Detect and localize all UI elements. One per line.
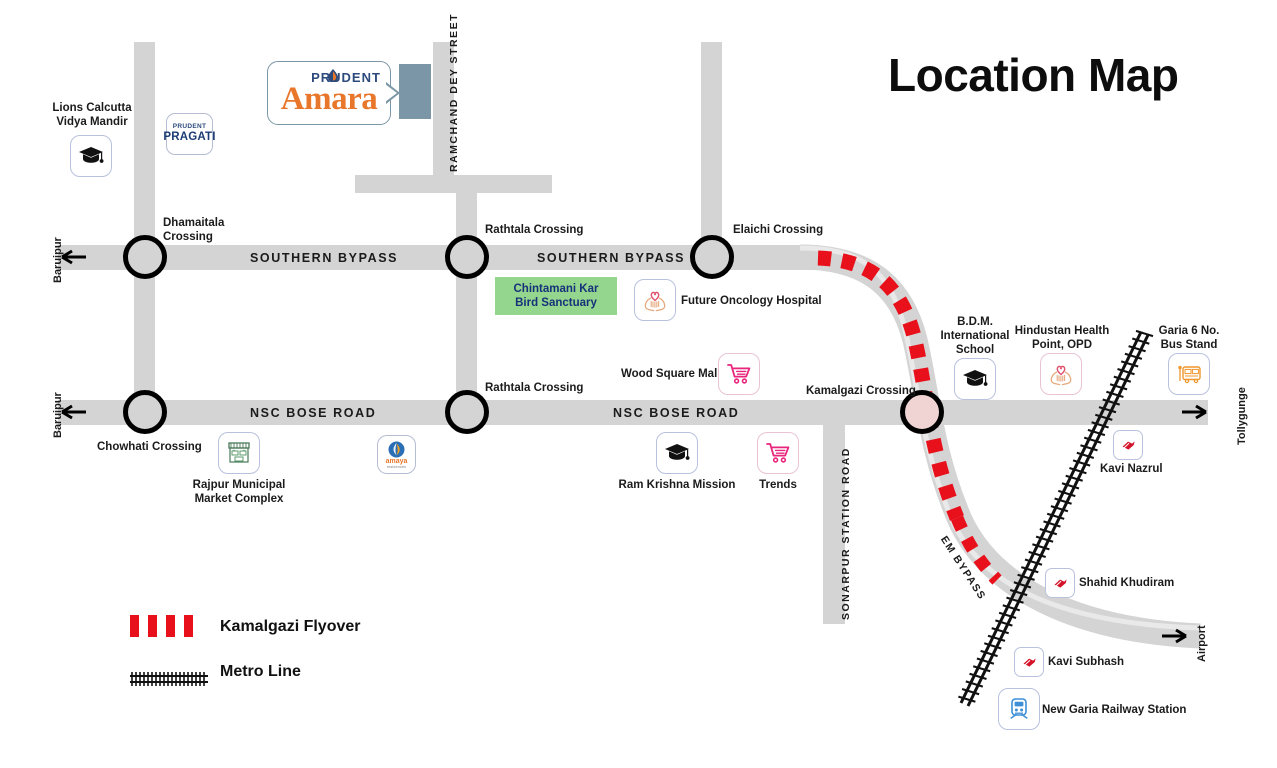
page-title: Location Map: [888, 49, 1179, 101]
crossing-label-kamalgazi: Kamalgazi Crossing: [806, 385, 916, 397]
poi-label-trends: Trends: [759, 479, 797, 491]
poi-icon-shahid-khudiram[interactable]: [1045, 568, 1075, 598]
poi-label-bdm-international-school: B.D.M. International School: [927, 315, 1023, 357]
road-ramchand-dey-street: [433, 42, 454, 184]
sanctuary-line2: Bird Sanctuary: [515, 297, 597, 309]
poi-label-line2: Market Complex: [194, 493, 284, 506]
poi-icon-hindustan-health-point-opd[interactable]: [1040, 353, 1082, 395]
poi-label-line3: School: [955, 344, 995, 357]
poi-icon-kavi-subhash[interactable]: [1014, 647, 1044, 677]
pragati-wordmark: PRAGATI: [163, 130, 216, 143]
poi-label-line2: International: [940, 330, 1010, 343]
poi-icon-future-oncology-hospital[interactable]: [634, 279, 676, 321]
poi-icon-garia-6-no-bus-stand[interactable]: [1168, 353, 1210, 395]
graduation-cap-icon: [963, 370, 988, 386]
crossing-elaichi[interactable]: [690, 235, 734, 279]
poi-label-line1: Lions Calcutta: [52, 102, 132, 114]
prudent-amara-callout: PRUDENT Amara: [267, 61, 391, 125]
prudent-brand-text: PRUDENT: [311, 69, 381, 85]
graduation-cap-icon: [665, 444, 690, 460]
poi-icon-rajpur-municipal-market-complex[interactable]: [218, 432, 260, 474]
poi-label-wood-square-mall: Wood Square Mall: [621, 368, 721, 380]
sanctuary-line1: Chintamani Kar: [513, 282, 599, 295]
crossing-label-dhamaitala: Dhamaitala Crossing: [163, 216, 224, 244]
poi-label-ram-krishna-mission: Ram Krishna Mission: [618, 479, 736, 491]
bus-icon: [1177, 365, 1201, 384]
prudent-pragati-logo: PRUDENT PRAGATI: [163, 113, 216, 155]
poi-icon-trends[interactable]: [757, 432, 799, 474]
poi-label-future-oncology-hospital: Future Oncology Hospital: [681, 295, 822, 307]
flyover-swatch: [130, 615, 193, 637]
legend-label-flyover: Kamalgazi Flyover: [220, 618, 361, 635]
amara-wordmark: Amara: [280, 80, 378, 117]
metro-line-swatch: [130, 672, 208, 686]
amaya-sub-text: residences: [386, 464, 407, 469]
poi-icon-lions-calcutta-vidya-mandir[interactable]: [70, 135, 112, 177]
poi-label-line1: Hindustan Health: [1014, 325, 1110, 337]
poi-label-shahid-khudiram: Shahid Khudiram: [1079, 577, 1175, 589]
road-label-nsc-bose-right: NSC BOSE ROAD: [613, 406, 740, 420]
poi-label-new-garia-railway-station: New Garia Railway Station: [1042, 704, 1187, 716]
crossing-kamalgazi[interactable]: [900, 390, 944, 434]
poi-label-line2: Vidya Mandir: [56, 116, 128, 129]
road-spur-horizontal: [355, 175, 552, 193]
crossing-label-elaichi: Elaichi Crossing: [733, 224, 824, 236]
poi-label-line2: Point, OPD: [1031, 339, 1093, 352]
callout-block: [399, 64, 431, 119]
poi-label-kavi-subhash: Kavi Subhash: [1048, 656, 1125, 668]
crossing-label-rathtala-south: Rathtala Crossing: [485, 382, 584, 394]
shopping-cart-icon: [766, 443, 790, 463]
poi-label-kavi-nazrul: Kavi Nazrul: [1100, 463, 1163, 475]
crossing-label-line2: Crossing: [163, 231, 213, 244]
poi-label-line1: B.D.M.: [957, 316, 993, 328]
poi-icon-bdm-international-school[interactable]: [954, 358, 996, 400]
road-label-ramchand-dey-street: RAMCHAND DEY STREET: [448, 13, 460, 172]
poi-label-line1: Rajpur Municipal: [192, 479, 286, 491]
poi-label-hindustan-health-point-opd: Hindustan Health Point, OPD: [1005, 324, 1119, 352]
poi-icon-wood-square-mall[interactable]: [718, 353, 760, 395]
road-label-southern-bypass-right: SOUTHERN BYPASS: [537, 251, 686, 265]
crossing-label-line1: Dhamaitala: [163, 217, 225, 229]
poi-label-garia-6-no-bus-stand: Garia 6 No. Bus Stand: [1140, 324, 1238, 352]
poi-label-rajpur-municipal-market-complex: Rajpur Municipal Market Complex: [176, 478, 302, 506]
amaya-flame-icon: [388, 441, 405, 457]
train-icon: [1010, 698, 1028, 719]
callout-pointer-inner: [385, 84, 397, 102]
amaya-name-text: amaya: [385, 457, 408, 465]
road-vertical-elaichi: [701, 42, 722, 268]
crossing-chowhati[interactable]: [123, 390, 167, 434]
crossing-label-chowhati: Chowhati Crossing: [97, 441, 202, 453]
chintamani-kar-bird-sanctuary: Chintamani Kar Bird Sanctuary: [495, 277, 617, 315]
direction-baruipur-bottom: Baruipur: [52, 392, 64, 438]
poi-icon-ram-krishna-mission[interactable]: [656, 432, 698, 474]
poi-label-lions-calcutta-vidya-mandir: Lions Calcutta Vidya Mandir: [47, 101, 137, 129]
direction-airport: Airport: [1196, 625, 1208, 662]
metro-icon: [1023, 657, 1036, 667]
direction-tollygunge: Tollygunge: [1236, 387, 1248, 445]
heart-hands-icon: [644, 291, 666, 312]
crossing-label-rathtala-north: Rathtala Crossing: [485, 224, 584, 236]
crossing-dhamaitala[interactable]: [123, 235, 167, 279]
legend-label-metro: Metro Line: [220, 663, 301, 680]
poi-label-line2: Bus Stand: [1160, 339, 1218, 352]
market-stall-icon: [228, 442, 250, 463]
metro-icon: [1122, 440, 1135, 450]
road-label-nsc-bose-left: NSC BOSE ROAD: [250, 406, 377, 420]
graduation-cap-icon: [79, 147, 104, 163]
crossing-rathtala-south[interactable]: [445, 390, 489, 434]
poi-label-line1: Garia 6 No.: [1158, 325, 1220, 337]
road-label-southern-bypass-left: SOUTHERN BYPASS: [250, 251, 399, 265]
amaya-residences-logo: amaya residences: [377, 435, 416, 474]
pragati-brand-text: PRUDENT: [172, 123, 207, 131]
direction-baruipur-top: Baruipur: [52, 237, 64, 283]
crossing-rathtala-north[interactable]: [445, 235, 489, 279]
leaf-drop-icon: [328, 69, 338, 82]
road-label-sonarpur-station-road: SONARPUR STATION ROAD: [840, 447, 852, 620]
poi-icon-new-garia-railway-station[interactable]: [998, 688, 1040, 730]
metro-icon: [1054, 578, 1067, 588]
shopping-cart-icon: [727, 364, 751, 384]
poi-icon-kavi-nazrul[interactable]: [1113, 430, 1143, 460]
road-label-em-bypass: EM BYPASS: [937, 534, 989, 603]
heart-hands-icon: [1050, 365, 1072, 386]
